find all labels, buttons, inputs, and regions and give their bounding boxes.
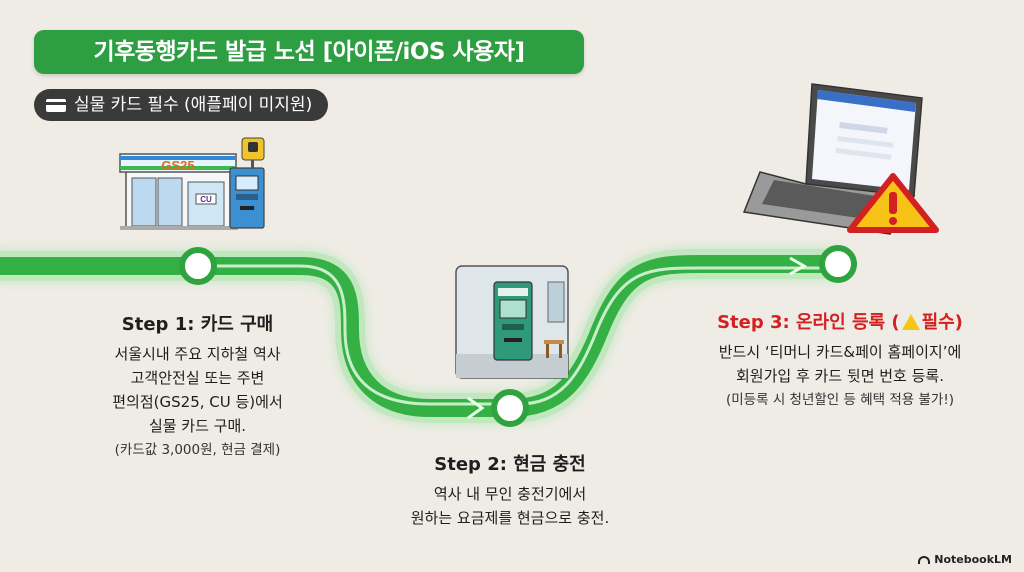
step1-line: 실물 카드 구매. xyxy=(148,417,247,435)
step1-description: 서울시내 주요 지하철 역사 고객안전실 또는 주변 편의점(GS25, CU … xyxy=(70,342,325,462)
brand-watermark: NotebookLM xyxy=(918,553,1012,566)
step1-note: (카드값 3,000원, 현금 결제) xyxy=(114,442,281,458)
store-door-sign-label: CU xyxy=(200,195,212,204)
station-node-step3 xyxy=(819,245,857,283)
convenience-store-illustration xyxy=(119,153,238,230)
notebooklm-logo-icon xyxy=(918,555,931,564)
subtitle-text: 실물 카드 필수 (애플페이 미지원) xyxy=(74,95,313,115)
step3-line: 반드시 ‘티머니 카드&페이 홈페이지’에 xyxy=(718,343,962,361)
credit-card-icon xyxy=(46,98,66,112)
step1-line: 서울시내 주요 지하철 역사 xyxy=(114,345,281,363)
step3-title: Step 3: 온라인 등록 ( 필수) xyxy=(680,308,1000,334)
step2-description: 역사 내 무인 충전기에서 원하는 요금제를 현금으로 충전. xyxy=(380,482,640,530)
cash-charger-illustration xyxy=(455,265,569,379)
step3-line: 회원가입 후 카드 뒷면 번호 등록. xyxy=(735,367,944,385)
step3-title-prefix: Step 3: 온라인 등록 ( xyxy=(717,312,900,333)
route-line xyxy=(0,249,850,423)
step3-note: (미등록 시 청년할인 등 혜택 적용 불가!) xyxy=(726,392,954,408)
step3-title-suffix: 필수) xyxy=(921,312,963,333)
warning-small-icon xyxy=(901,314,920,330)
step1-line: 고객안전실 또는 주변 xyxy=(130,369,265,387)
store-sign-label: GS25 xyxy=(161,158,194,173)
station-node-step2 xyxy=(491,389,529,427)
page-title: 기후동행카드 발급 노선 [아이폰/iOS 사용자] xyxy=(34,30,584,74)
step1-title: Step 1: 카드 구매 xyxy=(121,314,274,335)
ticket-kiosk-illustration xyxy=(229,137,265,229)
subtitle-badge: 실물 카드 필수 (애플페이 미지원) xyxy=(34,89,329,121)
brand-label: NotebookLM xyxy=(934,553,1012,566)
step1-line: 편의점(GS25, CU 등)에서 xyxy=(112,393,283,411)
warning-icon xyxy=(847,173,939,233)
step2-line: 원하는 요금제를 현금으로 충전. xyxy=(410,509,610,527)
step2-title: Step 2: 현금 충전 xyxy=(434,454,586,475)
station-node-step1 xyxy=(179,247,217,285)
step2-line: 역사 내 무인 충전기에서 xyxy=(433,485,587,503)
step3-description: 반드시 ‘티머니 카드&페이 홈페이지’에 회원가입 후 카드 뒷면 번호 등록… xyxy=(670,340,1010,412)
